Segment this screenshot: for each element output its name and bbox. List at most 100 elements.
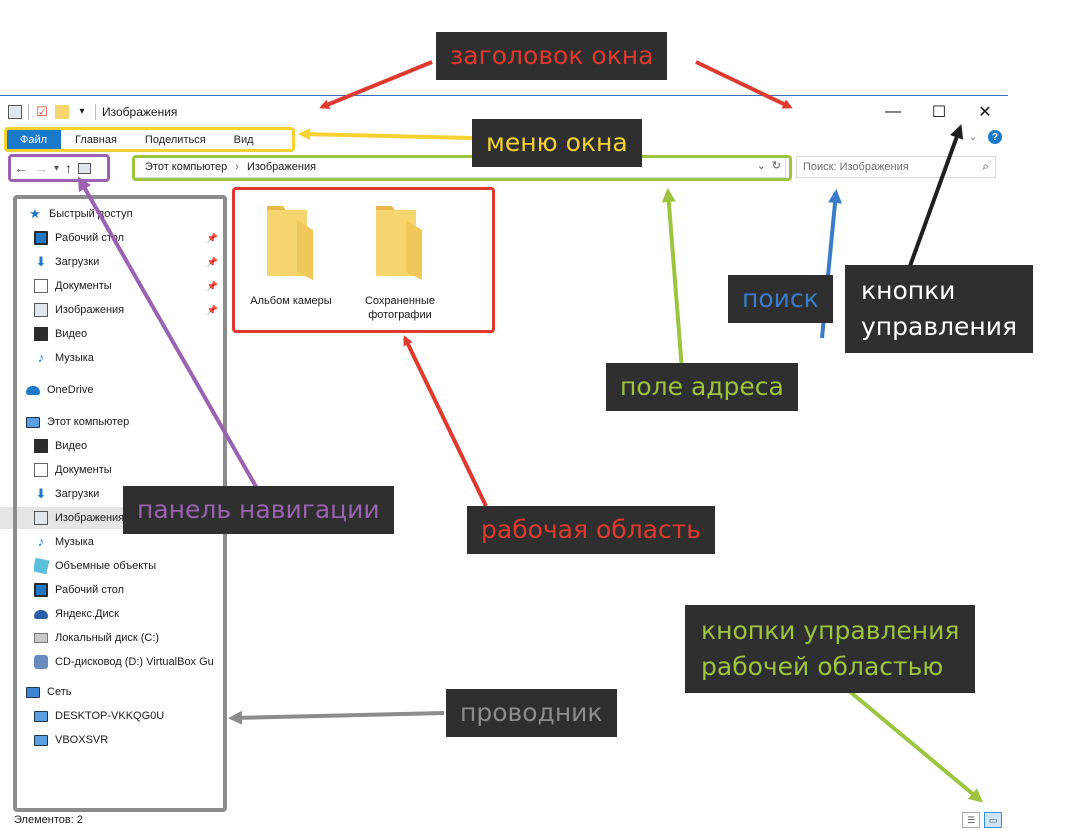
nav-label: Яндекс.Диск [55, 608, 119, 620]
nav-label: CD-дисковод (D:) VirtualBox Gu [55, 656, 214, 668]
pictures-icon [34, 303, 48, 317]
status-bar: Элементов: 2 ☰ ▭ [0, 809, 1008, 831]
nav-label: Сеть [47, 686, 72, 698]
minimize-button[interactable]: — [885, 103, 901, 120]
search-placeholder: Поиск: Изображения [803, 161, 909, 173]
search-icon[interactable]: ⌕ [982, 159, 989, 173]
up-arrow-icon[interactable]: ↑ [65, 160, 73, 176]
window-title: Изображения [102, 105, 178, 119]
work-area-frame [232, 187, 495, 333]
hard-drive-icon [34, 633, 48, 643]
nav-pc-3d-objects[interactable]: Объемные объекты [34, 555, 218, 577]
content-area: Альбом камеры Сохраненные фотографии [236, 196, 1006, 796]
location-icon [78, 162, 92, 174]
download-arrow-icon: ⬇ [35, 254, 47, 269]
nav-pc-cd-drive[interactable]: CD-дисковод (D:) VirtualBox Gu [34, 651, 220, 673]
ribbon-right: ⌄ ? [966, 130, 1002, 144]
network-icon [26, 686, 40, 698]
nav-pc-yandex-disk[interactable]: Яндекс.Диск [34, 603, 218, 625]
ribbon-menu: Файл Главная Поделиться Вид ⌄ ? [0, 128, 1008, 152]
breadcrumb-this-pc[interactable]: Этот компьютер [145, 161, 228, 173]
breadcrumb-pictures[interactable]: Изображения [246, 161, 317, 173]
properties-icon[interactable]: ☑ [36, 104, 48, 119]
video-icon [34, 327, 48, 341]
toolbar-separator [28, 104, 29, 120]
folder-label: Альбом камеры [250, 295, 332, 307]
pictures-icon [34, 511, 48, 525]
nav-pc-music[interactable]: ♪ Музыка [34, 531, 218, 553]
nav-pc-desktop[interactable]: Рабочий стол [34, 579, 218, 601]
music-note-icon: ♪ [37, 350, 45, 365]
annotation-controls: кнопки управления [845, 265, 1034, 353]
tab-share[interactable]: Поделиться [144, 134, 206, 146]
annotation-address-field: поле адреса [606, 363, 798, 411]
document-icon [34, 463, 48, 477]
nav-label: DESKTOP-VKKQG0U [55, 710, 165, 722]
cloud-icon [26, 385, 40, 395]
new-folder-icon[interactable] [55, 105, 69, 119]
annotation-window-menu: меню окна [472, 119, 642, 167]
address-dropdown-icon[interactable]: ⌄ [756, 160, 766, 172]
nav-buttons: ← → ▾ ↑ [0, 160, 130, 176]
close-button[interactable]: ✕ [978, 104, 992, 121]
annotation-search: поиск [728, 275, 833, 323]
nav-label: Изображения [55, 512, 125, 524]
toolbar-separator [95, 104, 96, 120]
address-field-frame [132, 155, 792, 181]
search-input[interactable]: Поиск: Изображения ⌕ [796, 156, 996, 178]
nav-label: Локальный диск (C:) [55, 632, 160, 644]
breadcrumb-separator[interactable]: › [235, 161, 239, 173]
maximize-button[interactable]: ☐ [931, 104, 947, 121]
expand-ribbon-icon[interactable]: ⌄ [968, 131, 978, 143]
annotation-explorer: проводник [446, 689, 617, 737]
annotation-title-bar: заголовок окна [436, 32, 668, 80]
star-icon: ★ [29, 206, 41, 221]
tab-home[interactable]: Главная [75, 134, 117, 146]
nav-label: Рабочий стол [55, 584, 125, 596]
annotation-nav-pane: панель навигации [123, 486, 394, 534]
help-icon[interactable]: ? [988, 130, 1002, 144]
nav-network-vboxsvr[interactable]: VBOXSVR [34, 729, 218, 751]
annotation-view-buttons: кнопки управления рабочей областью [685, 605, 976, 693]
download-arrow-icon: ⬇ [35, 486, 47, 501]
computer-icon [26, 416, 40, 428]
computer-icon [34, 710, 48, 722]
nav-label: VBOXSVR [55, 734, 109, 746]
view-buttons: ☰ ▭ [962, 812, 1002, 828]
annotation-work-area: рабочая область [467, 506, 716, 554]
folder-icon [376, 206, 422, 280]
cloud-disk-icon [34, 609, 48, 619]
document-icon [34, 279, 48, 293]
nav-label: Музыка [55, 536, 94, 548]
desktop-icon [34, 583, 48, 597]
tab-view[interactable]: Вид [233, 134, 254, 146]
window-controls: — ☐ ✕ [870, 96, 1008, 128]
back-arrow-icon[interactable]: ← [14, 160, 28, 176]
folder-saved-pictures[interactable]: Сохраненные фотографии [344, 200, 456, 322]
nav-network[interactable]: Сеть [26, 681, 218, 703]
window-menu-frame [4, 127, 295, 152]
desktop-icon [34, 231, 48, 245]
forward-arrow-icon[interactable]: → [34, 160, 48, 176]
item-count: Элементов: 2 [14, 814, 83, 826]
music-note-icon: ♪ [37, 534, 45, 549]
quick-access-toolbar: ☑ ▾ [0, 104, 96, 120]
computer-icon [34, 734, 48, 746]
nav-pc-local-disk[interactable]: Локальный диск (C:) [34, 627, 218, 649]
address-tail: ⌄ ↻ [757, 159, 781, 172]
folder-camera-roll[interactable]: Альбом камеры [236, 200, 346, 308]
tab-file[interactable]: Файл [6, 130, 62, 150]
refresh-icon[interactable]: ↻ [771, 160, 781, 172]
nav-label: Объемные объекты [55, 560, 157, 572]
video-icon [34, 439, 48, 453]
window-icon[interactable] [8, 105, 22, 119]
nav-network-desktop[interactable]: DESKTOP-VKKQG0U [34, 705, 218, 727]
folder-icon [267, 206, 313, 280]
cd-drive-icon [34, 655, 48, 669]
recent-locations-chevron-icon[interactable]: ▾ [54, 162, 60, 174]
customize-toolbar-icon[interactable]: ▾ [79, 106, 85, 117]
title-bar: ☑ ▾ Изображения — ☐ ✕ [0, 96, 1008, 128]
details-view-icon[interactable]: ☰ [962, 812, 980, 828]
large-icons-view-icon[interactable]: ▭ [984, 812, 1002, 828]
nav-buttons-frame [8, 154, 110, 182]
